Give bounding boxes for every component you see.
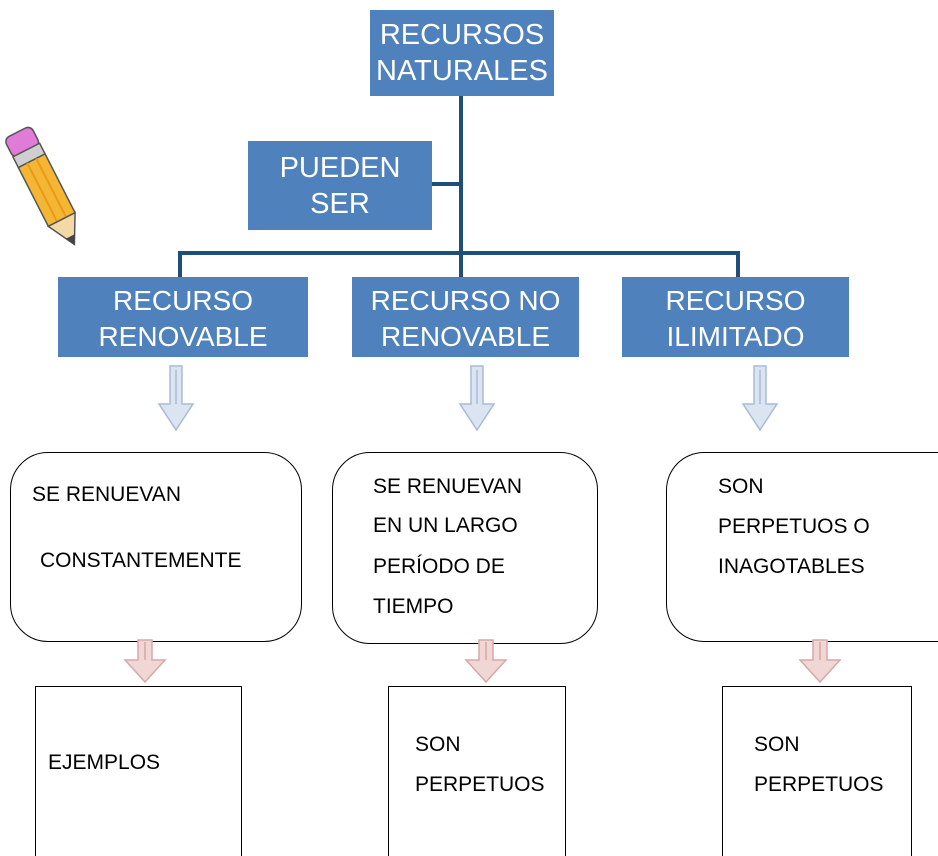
description-box-renewable: SE RENUEVAN CONSTANTEMENTE <box>10 452 302 642</box>
pencil-icon <box>5 126 77 246</box>
down-arrow-icon <box>123 639 167 684</box>
category-line1: RECURSO <box>112 285 253 316</box>
branch-horizontal-line <box>178 251 739 255</box>
description-box-nonrenewable: SE RENUEVAN EN UN LARGO PERÍODO DE TIEMP… <box>332 452 598 644</box>
example-line: SON <box>754 733 800 756</box>
example-box-renewable: EJEMPLOS <box>35 686 242 856</box>
connector-line2: SER <box>310 187 370 220</box>
branch-right-line <box>736 251 740 277</box>
category-line2: RENOVABLE <box>98 321 268 352</box>
example-box-unlimited: SON PERPETUOS <box>722 686 912 856</box>
example-box-nonrenewable: SON PERPETUOS <box>388 686 566 856</box>
down-arrow-icon <box>458 365 496 432</box>
description-line: INAGOTABLES <box>718 555 865 578</box>
connector-node: PUEDEN SER <box>248 141 432 230</box>
description-line: TIEMPO <box>373 595 454 618</box>
example-line: EJEMPLOS <box>48 751 161 774</box>
branch-left-line <box>178 251 182 277</box>
description-line: SE RENUEVAN <box>32 483 181 506</box>
category-node-renewable: RECURSO RENOVABLE <box>58 277 308 357</box>
category-line1: RECURSO <box>665 285 806 316</box>
description-line: SE RENUEVAN <box>373 475 522 498</box>
example-line: PERPETUOS <box>754 773 884 796</box>
example-line: PERPETUOS <box>415 773 545 796</box>
category-line2: RENOVABLE <box>380 321 551 352</box>
connector-line1: PUEDEN <box>279 151 401 184</box>
down-arrow-icon <box>798 639 842 684</box>
category-node-unlimited: RECURSO ILIMITADO <box>622 277 849 357</box>
branch-center-line <box>459 251 463 277</box>
connector-stub-line <box>432 182 462 186</box>
root-line2: NATURALES <box>376 55 548 87</box>
down-arrow-icon <box>741 365 779 432</box>
description-line: EN UN LARGO <box>373 514 518 537</box>
example-line: SON <box>415 733 461 756</box>
category-line1: RECURSO NO <box>370 285 561 316</box>
category-line2: ILIMITADO <box>666 321 805 352</box>
root-vertical-line <box>459 96 463 254</box>
description-line: CONSTANTEMENTE <box>40 549 242 572</box>
category-node-nonrenewable: RECURSO NO RENOVABLE <box>352 277 579 357</box>
root-node: RECURSOS NATURALES <box>370 10 554 96</box>
description-line: PERÍODO DE <box>373 555 505 578</box>
down-arrow-icon <box>464 639 508 684</box>
down-arrow-icon <box>157 365 195 432</box>
description-line: PERPETUOS O <box>718 515 870 538</box>
root-line1: RECURSOS <box>379 19 545 51</box>
description-box-unlimited: SON PERPETUOS O INAGOTABLES <box>666 452 938 642</box>
description-line: SON <box>718 475 764 498</box>
